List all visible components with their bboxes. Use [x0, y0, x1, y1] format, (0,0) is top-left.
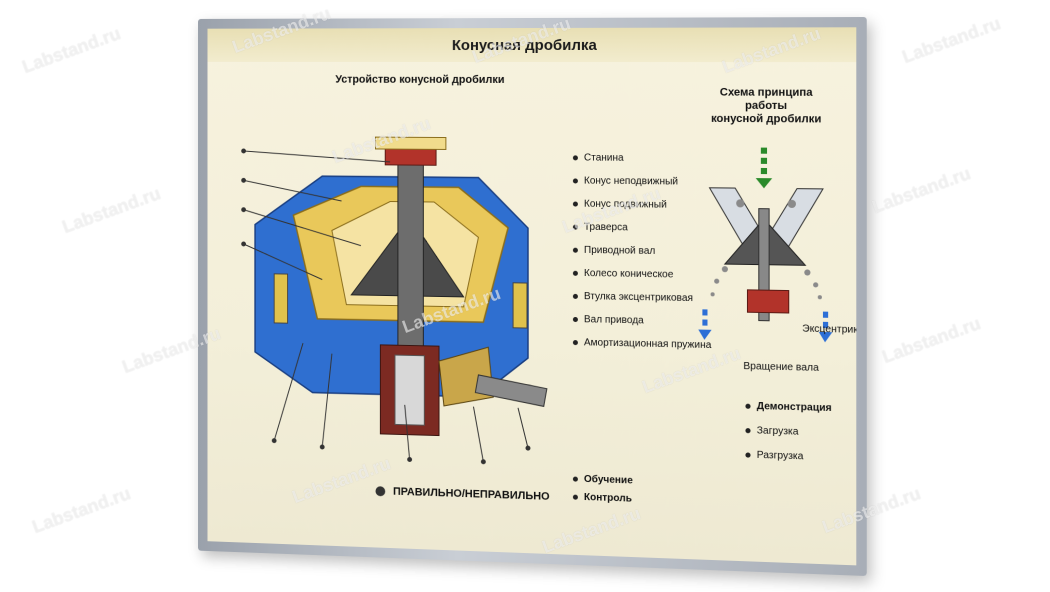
- indicator-led: [745, 427, 751, 433]
- indicator-led: [572, 224, 578, 230]
- control-mode-button[interactable]: Контроль: [572, 488, 633, 508]
- indicator-led: [572, 247, 578, 253]
- watermark: Labstand.ru: [899, 13, 1004, 68]
- training-label: Обучение: [583, 473, 633, 486]
- demo-mode-list: Демонстрация Загрузка Разгрузка: [745, 394, 832, 470]
- legend-item[interactable]: Втулка эксцентриковая: [572, 285, 711, 311]
- indicator-lamp: [375, 486, 386, 497]
- right-subtitle-line1: Схема принципа работы: [719, 86, 813, 113]
- indicator-led: [745, 403, 751, 409]
- control-label: Контроль: [583, 491, 632, 505]
- legend-item[interactable]: Конус подвижный: [572, 192, 711, 217]
- spider-cap: [385, 147, 436, 165]
- legend-label: Траверса: [583, 221, 628, 234]
- watermark: Labstand.ru: [19, 23, 124, 78]
- indicator-led: [572, 270, 578, 276]
- poster-board: Конусная дробилка Устройство конусной др…: [207, 27, 857, 566]
- legend-item[interactable]: Конус неподвижный: [572, 169, 711, 193]
- principle-diagram: [698, 147, 833, 343]
- legend-label: Втулка эксцентриковая: [583, 291, 694, 305]
- feed-arrow: [755, 147, 773, 189]
- legend-item[interactable]: Вал привода: [572, 308, 711, 334]
- legend-item[interactable]: Амортизационная пружина: [572, 331, 712, 357]
- indicator-led: [745, 451, 751, 458]
- right-subtitle-line2: конусной дробилки: [711, 112, 822, 126]
- load-button[interactable]: Загрузка: [745, 418, 831, 445]
- right-wrong-indicator[interactable]: ПРАВИЛЬНО/НЕПРАВИЛЬНО: [375, 485, 550, 503]
- legend-item[interactable]: Станина: [572, 146, 711, 170]
- parts-legend: Станина Конус неподвижный Конус подвижны…: [572, 146, 712, 357]
- right-subtitle: Схема принципа работы конусной дробилки: [704, 86, 828, 126]
- indicator-led: [572, 494, 578, 500]
- crusher-cutaway-diagram: [236, 107, 558, 469]
- indicator-led: [572, 155, 578, 161]
- legend-label: Станина: [583, 152, 624, 164]
- shaft-rotation-label: Вращение вала: [743, 360, 819, 374]
- drive-shaft: [475, 375, 547, 406]
- fixed-cone-wall-left: [710, 188, 766, 250]
- indicator-led: [572, 340, 578, 346]
- main-shaft: [398, 157, 423, 356]
- unload-button[interactable]: Разгрузка: [745, 442, 831, 469]
- indicator-led: [572, 293, 578, 299]
- indicator-led: [572, 201, 578, 207]
- legend-label: Амортизационная пружина: [583, 337, 712, 352]
- indicator-led: [572, 316, 578, 323]
- eccentric: [747, 290, 788, 313]
- legend-item[interactable]: Приводной вал: [572, 239, 711, 264]
- eccentric-label: Эксцентрик: [802, 323, 857, 336]
- demo-label: Демонстрация: [756, 400, 832, 414]
- demo-button[interactable]: Демонстрация: [745, 394, 832, 421]
- poster-frame: Конусная дробилка Устройство конусной др…: [198, 17, 867, 577]
- legend-label: Приводной вал: [583, 244, 656, 257]
- unload-label: Разгрузка: [756, 449, 804, 462]
- watermark: Labstand.ru: [29, 483, 134, 538]
- legend-item[interactable]: Колесо коническое: [572, 262, 711, 287]
- poster-title: Конусная дробилка: [207, 27, 857, 63]
- watermark: Labstand.ru: [869, 163, 974, 218]
- indicator-led: [572, 178, 578, 184]
- legend-label: Колесо коническое: [583, 267, 674, 281]
- watermark: Labstand.ru: [879, 313, 984, 368]
- legend-item[interactable]: Траверса: [572, 216, 711, 241]
- indicator-led: [572, 476, 578, 482]
- legend-label: Вал привода: [583, 314, 644, 327]
- mode-selector: Обучение Контроль: [572, 470, 633, 508]
- left-subtitle: Устройство конусной дробилки: [335, 73, 505, 86]
- load-label: Загрузка: [756, 424, 799, 438]
- right-wrong-label: ПРАВИЛЬНО/НЕПРАВИЛЬНО: [393, 485, 550, 503]
- watermark: Labstand.ru: [59, 183, 164, 238]
- legend-label: Конус неподвижный: [583, 175, 679, 188]
- training-mode-button[interactable]: Обучение: [572, 470, 633, 490]
- legend-label: Конус подвижный: [583, 198, 667, 211]
